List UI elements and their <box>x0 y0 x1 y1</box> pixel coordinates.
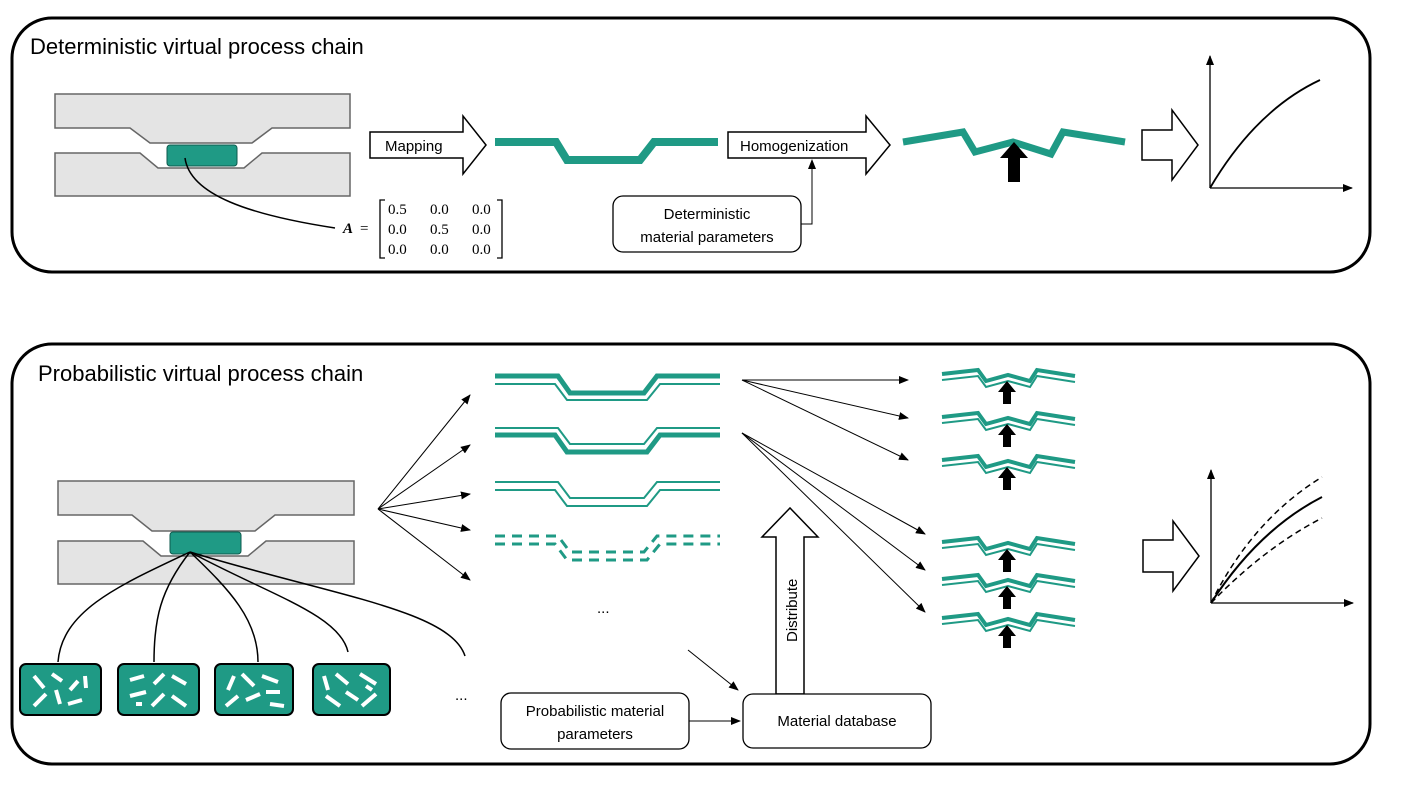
homogenization-arrow <box>727 113 891 177</box>
part-in-mold <box>169 531 242 555</box>
matrix-equals: = <box>360 221 368 237</box>
fiber-sample-connectors <box>57 551 466 663</box>
matrix-cell: 0.0 <box>472 222 491 238</box>
mean-curve <box>1210 496 1323 604</box>
mold-probabilistic <box>57 480 355 585</box>
deterministic-title: Deterministic virtual process chain <box>30 34 364 59</box>
realizations-ellipsis: ... <box>597 600 610 617</box>
distribute-label: Distribute <box>784 579 801 642</box>
load-arrow <box>998 424 1016 447</box>
load-arrow <box>998 586 1016 609</box>
mapped-realization-2 <box>495 427 720 455</box>
result-arrow-deterministic <box>1141 107 1199 183</box>
deterministic-params-line2: material parameters <box>640 229 773 246</box>
distribute-arrow <box>760 506 820 695</box>
material-database-label: Material database <box>777 713 896 730</box>
homogenization-fan-arrows <box>687 376 926 691</box>
mapping-label: Mapping <box>385 138 443 155</box>
mapped-realization-4 <box>495 534 720 562</box>
result-arrow-probabilistic <box>1142 518 1200 594</box>
mapped-realization-1 <box>495 373 720 401</box>
upper-bound-curve <box>1210 476 1323 604</box>
probabilistic-params-line1: Probabilistic material <box>526 703 664 720</box>
realization-fan-arrows <box>377 394 471 581</box>
matrix-cell: 0.5 <box>430 222 449 238</box>
matrix-cell: 0.5 <box>388 202 407 218</box>
fiber-sample-1 <box>19 663 102 716</box>
fiber-sample-4 <box>312 663 391 716</box>
deterministic-params-line1: Deterministic <box>664 206 751 223</box>
load-arrow <box>998 381 1016 404</box>
matrix-cell: 0.0 <box>430 202 449 218</box>
mold-deterministic <box>54 93 351 229</box>
homogenized-realizations <box>941 367 1076 648</box>
part-in-mold <box>166 144 238 167</box>
probabilistic-params-line2: parameters <box>557 726 633 743</box>
mapped-realization-3 <box>495 481 720 507</box>
probabilistic-panel <box>10 342 1372 766</box>
deterministic-result-plot <box>1206 55 1353 192</box>
matrix-cell: 0.0 <box>472 242 491 258</box>
mapped-part <box>495 138 718 164</box>
homogenized-part <box>941 367 1076 404</box>
load-arrow <box>998 467 1016 490</box>
matrix-cell: 0.0 <box>388 222 407 238</box>
load-arrow <box>998 549 1016 572</box>
matrix-cell: 0.0 <box>430 242 449 258</box>
mapping-arrow <box>369 113 487 177</box>
matrix-symbol: A <box>342 221 353 237</box>
params-to-homogenization-connector <box>801 159 816 225</box>
probabilistic-title: Probabilistic virtual process chain <box>38 361 363 386</box>
homogenization-label: Homogenization <box>740 138 848 155</box>
load-arrow <box>1000 142 1028 182</box>
homogenized-part <box>941 572 1076 609</box>
homogenized-part <box>941 410 1076 447</box>
fiber-sample-3 <box>214 663 294 716</box>
matrix-cell: 0.0 <box>388 242 407 258</box>
lower-bound-curve <box>1210 517 1323 604</box>
fiber-samples-ellipsis: ... <box>455 687 468 704</box>
homogenized-part <box>941 535 1076 572</box>
deterministic-curve <box>1209 79 1321 189</box>
homogenized-part <box>941 453 1076 490</box>
homogenized-part <box>941 611 1076 648</box>
matrix-cell: 0.0 <box>472 202 491 218</box>
homogenized-part <box>902 128 1126 159</box>
load-arrow <box>998 625 1016 648</box>
orientation-tensor: A = 0.5 0.0 0.0 0.0 0.5 0.0 0.0 0.0 0.0 <box>342 199 503 259</box>
material-database-box <box>742 693 932 749</box>
fiber-sample-2 <box>117 663 200 716</box>
probabilistic-result-plot <box>1207 469 1354 607</box>
